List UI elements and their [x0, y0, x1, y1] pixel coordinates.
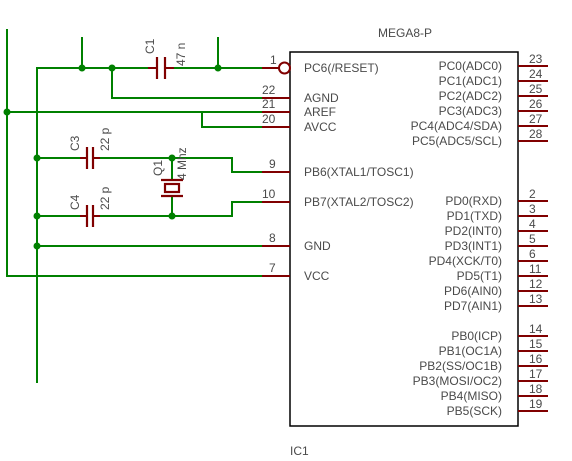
pin-number: 1: [270, 53, 277, 67]
pin-name: PB1(OC1A): [439, 344, 502, 358]
junction-dot: [168, 154, 176, 162]
pin-name: PD6(AIN0): [444, 284, 502, 298]
pin-number: 3: [529, 202, 536, 216]
c1-value: 47 n: [174, 43, 188, 66]
pin-name: PC2(ADC2): [439, 89, 502, 103]
pin-name: PC0(ADC0): [439, 59, 502, 73]
capacitor-c3[interactable]: C3 22 p: [68, 127, 112, 169]
ic-title: MEGA8-P: [378, 26, 432, 40]
pin-number: 5: [529, 232, 536, 246]
pin-number: 15: [529, 337, 543, 351]
pin-name: PC3(ADC3): [439, 104, 502, 118]
ic-mega8[interactable]: MEGA8-P IC1 1 22 21 20 9 10 8 7 PC6(/RES…: [262, 26, 548, 458]
pin-name: PC5(ADC5/SCL): [412, 134, 502, 148]
junction-dot: [33, 242, 41, 250]
junction-dot: [78, 64, 86, 72]
pin-name: PD0(RXD): [445, 194, 502, 208]
avcc-wire: [201, 111, 263, 128]
pin-number: 19: [529, 397, 543, 411]
pin-name: PB7(XTAL2/TOSC2): [304, 195, 414, 209]
junction-dot: [214, 64, 222, 72]
right-pin-group: 23PC0(ADC0)24PC1(ADC1)25PC2(ADC2)26PC3(A…: [411, 52, 548, 418]
xtal1-wire: [99, 157, 263, 173]
pin-number: 14: [529, 322, 543, 336]
q1-value: 4 Mhz: [175, 147, 189, 180]
pin-number: 18: [529, 382, 543, 396]
c4-value: 22 p: [98, 186, 112, 210]
pin-name: PD3(INT1): [445, 239, 502, 253]
ic-ref: IC1: [290, 444, 309, 458]
pin-number: 22: [262, 83, 276, 97]
c1-ref: C1: [143, 38, 157, 54]
pin-name: AVCC: [304, 120, 337, 134]
pin-name: PC1(ADC1): [439, 74, 502, 88]
junction-dot: [33, 212, 41, 220]
pin-name: AREF: [304, 105, 336, 119]
pin-number: 24: [529, 67, 543, 81]
pin-number: 11: [529, 262, 542, 276]
pin-number: 20: [262, 112, 276, 126]
agnd-wire: [111, 67, 263, 99]
junction-dot: [33, 154, 41, 162]
pin-number: 13: [529, 292, 543, 306]
pin-name: PB3(MOSI/OC2): [413, 374, 502, 388]
junction-dot: [168, 212, 176, 220]
wires: [6, 29, 263, 383]
pin-number: 27: [529, 112, 543, 126]
junctions: [3, 64, 222, 250]
pin-name: PD7(AIN1): [444, 299, 502, 313]
pin-number: 16: [529, 352, 543, 366]
pin-name: PB0(ICP): [451, 329, 502, 343]
pin-number: 21: [262, 97, 276, 111]
pin-name: PC4(ADC4/SDA): [411, 119, 502, 133]
pin-name: PD4(XCK/T0): [429, 254, 502, 268]
pin-number: 28: [529, 127, 543, 141]
pin-name: PD2(INT0): [445, 224, 502, 238]
pin-name: PB2(SS/OC1B): [419, 359, 502, 373]
pin-name: PC6(/RESET): [304, 61, 379, 75]
pin-number: 10: [262, 187, 276, 201]
pin-name: PB5(SCK): [447, 404, 502, 418]
pin-number: 9: [269, 157, 276, 171]
q1-body: [163, 182, 181, 194]
pin-name: VCC: [304, 269, 330, 283]
pin-number: 6: [529, 247, 536, 261]
pin-name: PB6(XTAL1/TOSC1): [304, 165, 414, 179]
pin-name: PB4(MISO): [441, 389, 502, 403]
reset-inversion-bubble: [278, 61, 291, 75]
pin-name: PD1(TXD): [447, 209, 502, 223]
pin-number: 17: [529, 367, 543, 381]
pin-number: 25: [529, 82, 543, 96]
capacitor-c4[interactable]: C4 22 p: [68, 186, 112, 227]
q1-ref: Q1: [151, 160, 165, 176]
c3-ref: C3: [68, 135, 82, 151]
pin-number: 23: [529, 52, 543, 66]
c3-value: 22 p: [98, 127, 112, 151]
c4-ref: C4: [68, 194, 82, 210]
junction-dot: [3, 108, 11, 116]
pin-number: 4: [529, 217, 536, 231]
pin-number: 7: [269, 261, 276, 275]
capacitor-c1[interactable]: C1 47 n: [143, 38, 188, 79]
pin-name: GND: [304, 239, 331, 253]
pin-number: 12: [529, 277, 543, 291]
pin-number: 2: [529, 187, 536, 201]
junction-dot: [108, 64, 116, 72]
pin-number: 8: [269, 231, 276, 245]
ic-body: [289, 51, 519, 427]
xtal2-wire: [99, 201, 263, 217]
pin-number: 26: [529, 97, 543, 111]
crystal-q1[interactable]: Q1 4 Mhz: [151, 147, 189, 198]
pin-name: AGND: [304, 91, 339, 105]
pin-name: PD5(T1): [457, 269, 502, 283]
